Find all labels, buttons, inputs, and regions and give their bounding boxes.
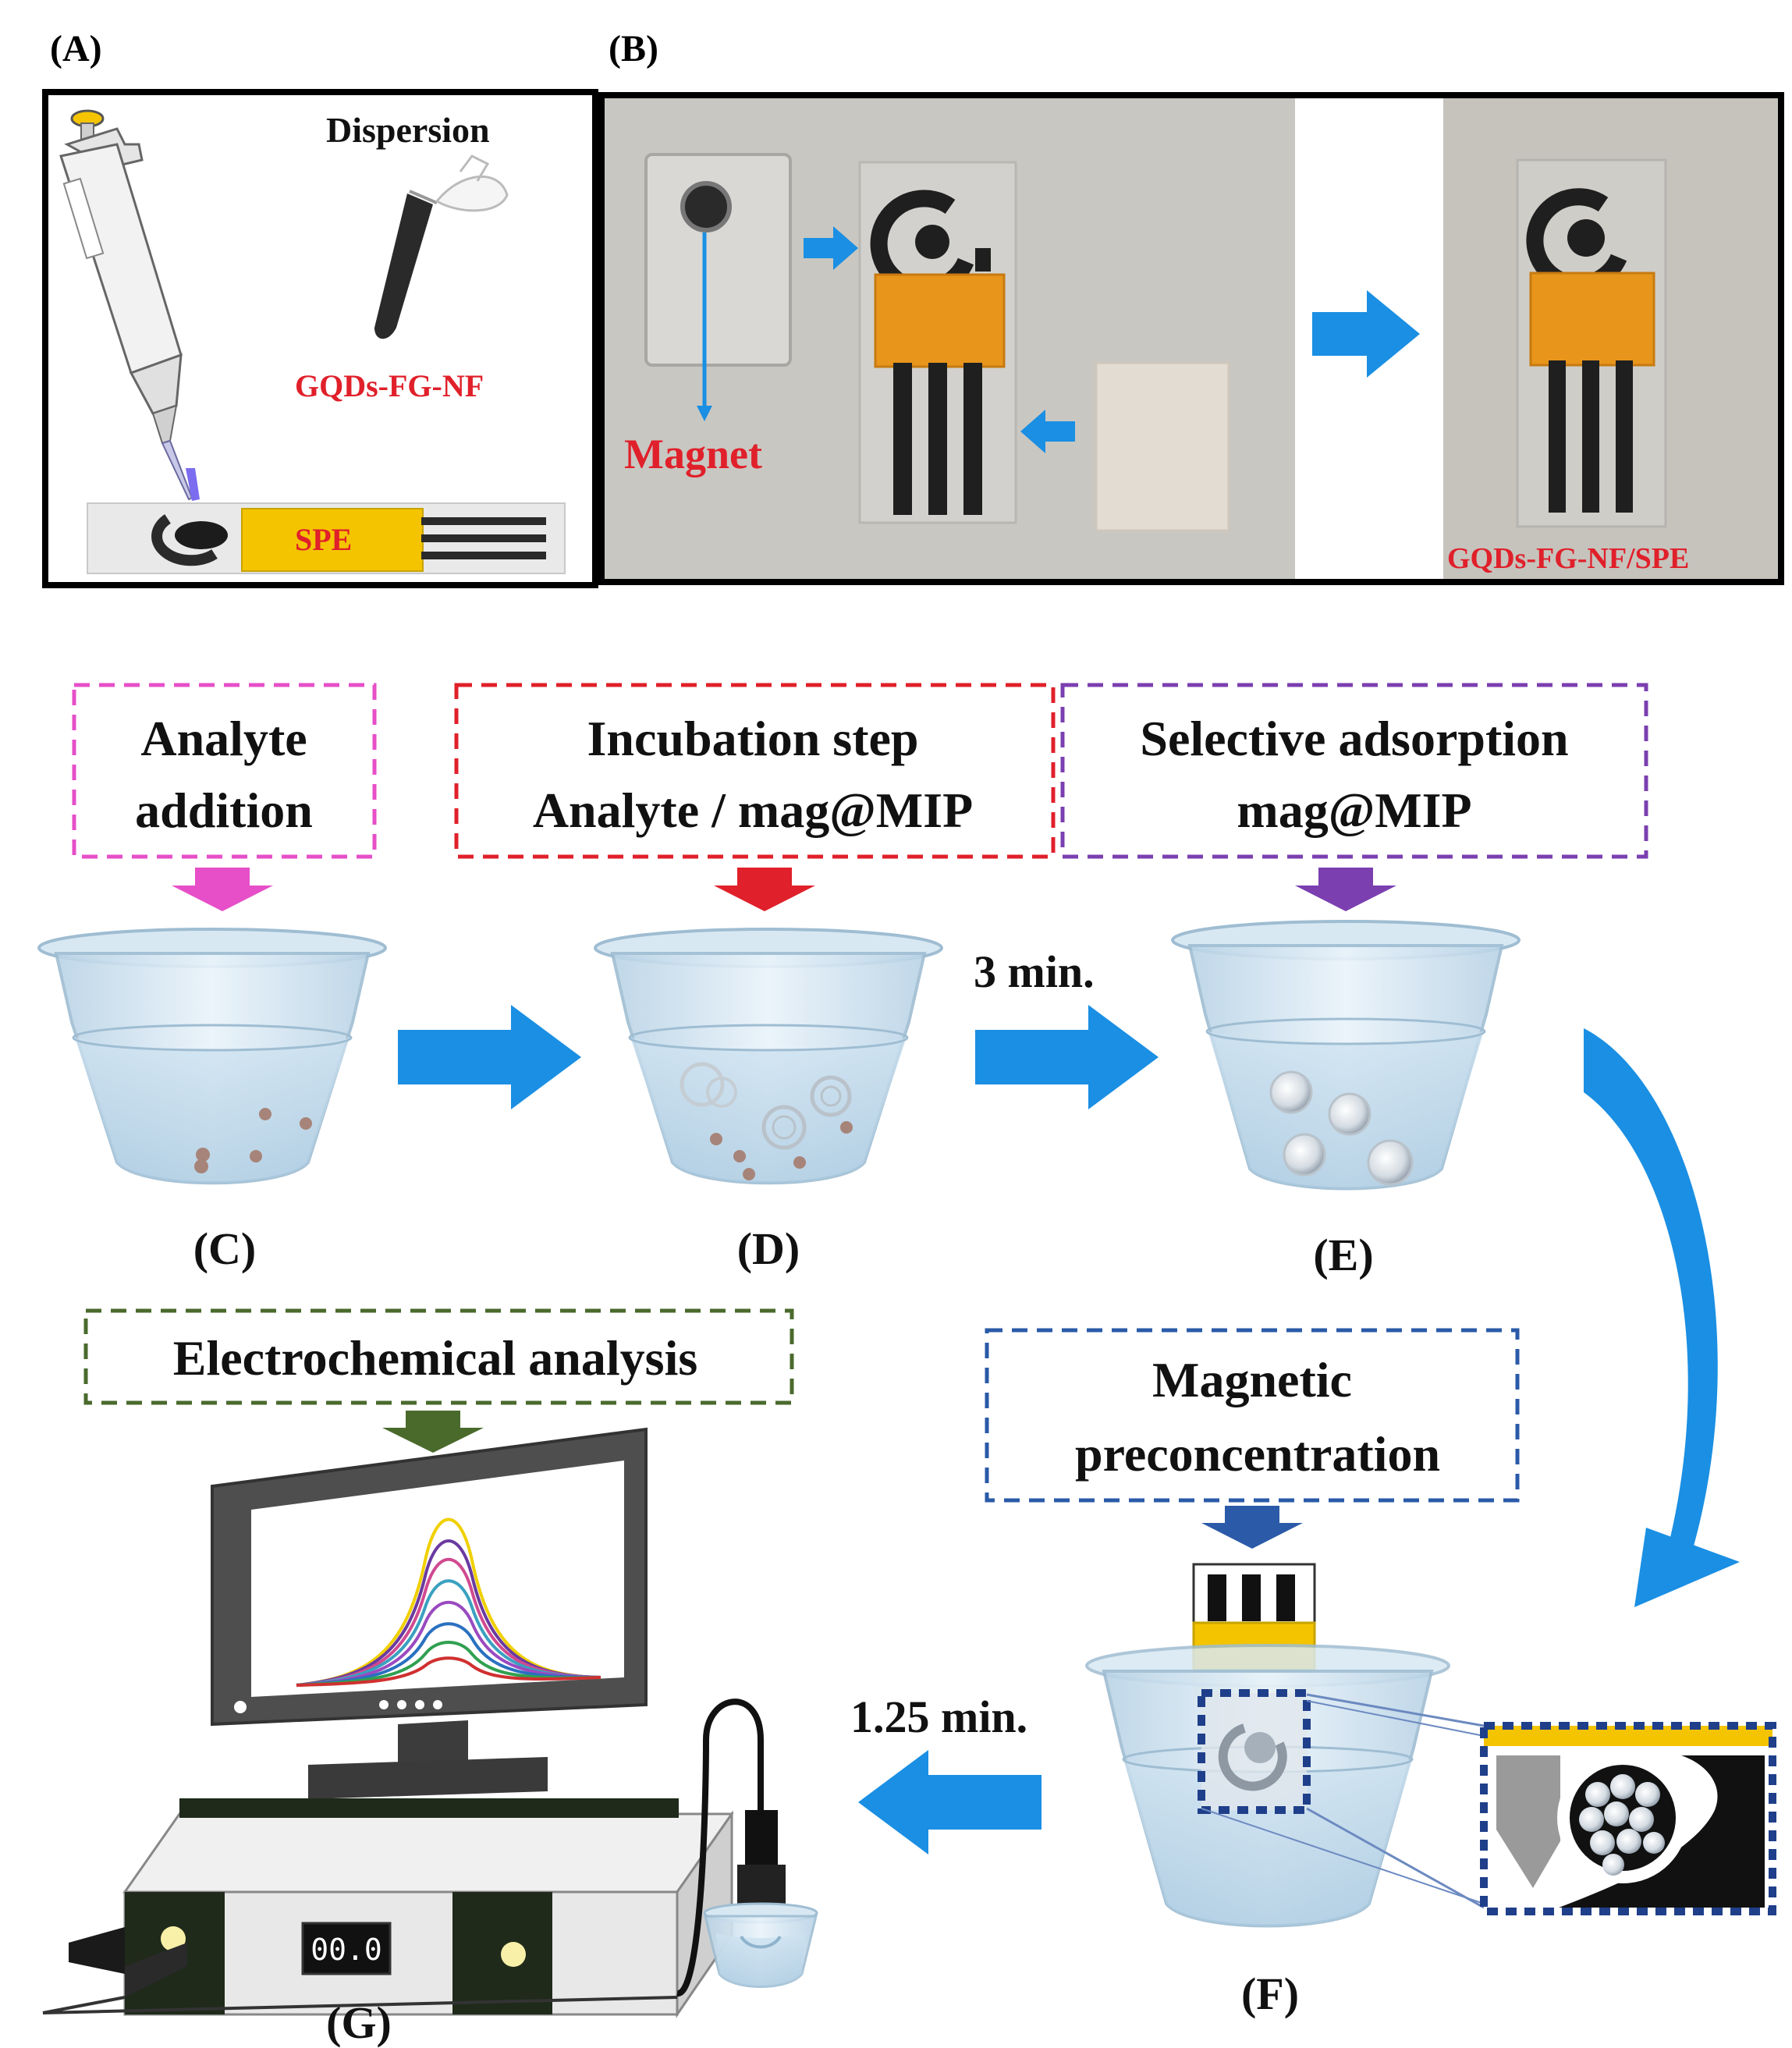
arrow-right-small xyxy=(804,226,858,270)
panel-label-d: (D) xyxy=(737,1223,800,1274)
dispersion-label: Dispersion xyxy=(326,110,490,150)
step-electrochemical-analysis: Electrochemical analysis xyxy=(83,1308,794,1453)
pipette-icon xyxy=(59,109,200,501)
incubation-line2: Analyte / mag@MIP xyxy=(533,783,973,838)
electrochemical-label: Electrochemical analysis xyxy=(173,1330,698,1386)
arrow-right-big xyxy=(1312,290,1420,378)
panel-label-f: (F) xyxy=(1241,1968,1299,2019)
spe-photo-right xyxy=(1516,158,1667,528)
cup-e xyxy=(1171,920,1521,1191)
arrow-left-small xyxy=(1020,410,1075,453)
magnet-label: Magnet xyxy=(624,431,762,477)
magnetic-line1: Magnetic xyxy=(1152,1352,1352,1407)
arrow-c-to-d xyxy=(398,1005,581,1109)
potentiostat: 00.0 xyxy=(42,1798,734,2018)
monitor xyxy=(211,1427,648,1799)
panel-label-c: (C) xyxy=(193,1223,257,1274)
device-display: 00.0 xyxy=(310,1933,382,1967)
selective-line1: Selective adsorption xyxy=(1140,711,1568,766)
zoom-inset xyxy=(1480,1722,1776,1915)
step-incubation: Incubation step Analyte / mag@MIP xyxy=(454,683,1056,911)
panel-label-b: (B) xyxy=(609,28,658,69)
time-3min: 3 min. xyxy=(974,946,1095,997)
cup-c xyxy=(37,928,387,1185)
electrode-label: SPE xyxy=(295,522,352,557)
panel-label-e: (E) xyxy=(1313,1230,1373,1280)
curved-arrow-e-to-f xyxy=(1584,1028,1740,1607)
analyte-line1: Analyte xyxy=(140,711,307,766)
cup-f xyxy=(1085,1563,1450,1928)
step-analyte-addition: Analyte addition xyxy=(72,683,377,911)
time-1-25min: 1.25 min. xyxy=(850,1691,1027,1742)
tube-icon xyxy=(374,154,509,339)
panel-b: (B) Magnet xyxy=(598,28,1784,585)
magnet-holder xyxy=(644,153,792,421)
analyte-line2: addition xyxy=(135,783,313,838)
voltammogram-curves xyxy=(296,1517,601,1687)
spe-photo-left xyxy=(858,161,1017,524)
incubation-line1: Incubation step xyxy=(587,711,919,766)
material-label: GQDs-FG-NF xyxy=(295,368,484,403)
spe-strip xyxy=(87,502,566,574)
magnetic-line2: preconcentration xyxy=(1075,1426,1440,1482)
arrow-f-to-g xyxy=(858,1750,1041,1855)
cable-and-small-cup xyxy=(42,1698,818,2014)
panel-a: (A) Dispersion GQDs-FG-NF xyxy=(42,28,598,588)
selective-line2: mag@MIP xyxy=(1237,783,1471,838)
adhesive-card xyxy=(1095,361,1230,532)
panel-label-a: (A) xyxy=(50,28,102,69)
step-selective-adsorption: Selective adsorption mag@MIP xyxy=(1060,683,1648,911)
arrow-d-to-e xyxy=(975,1005,1159,1109)
result-label: GQDs-FG-NF/SPE xyxy=(1447,542,1689,575)
step-magnetic-preconcentration: Magnetic preconcentration xyxy=(985,1328,1520,1549)
cup-d xyxy=(594,928,943,1185)
